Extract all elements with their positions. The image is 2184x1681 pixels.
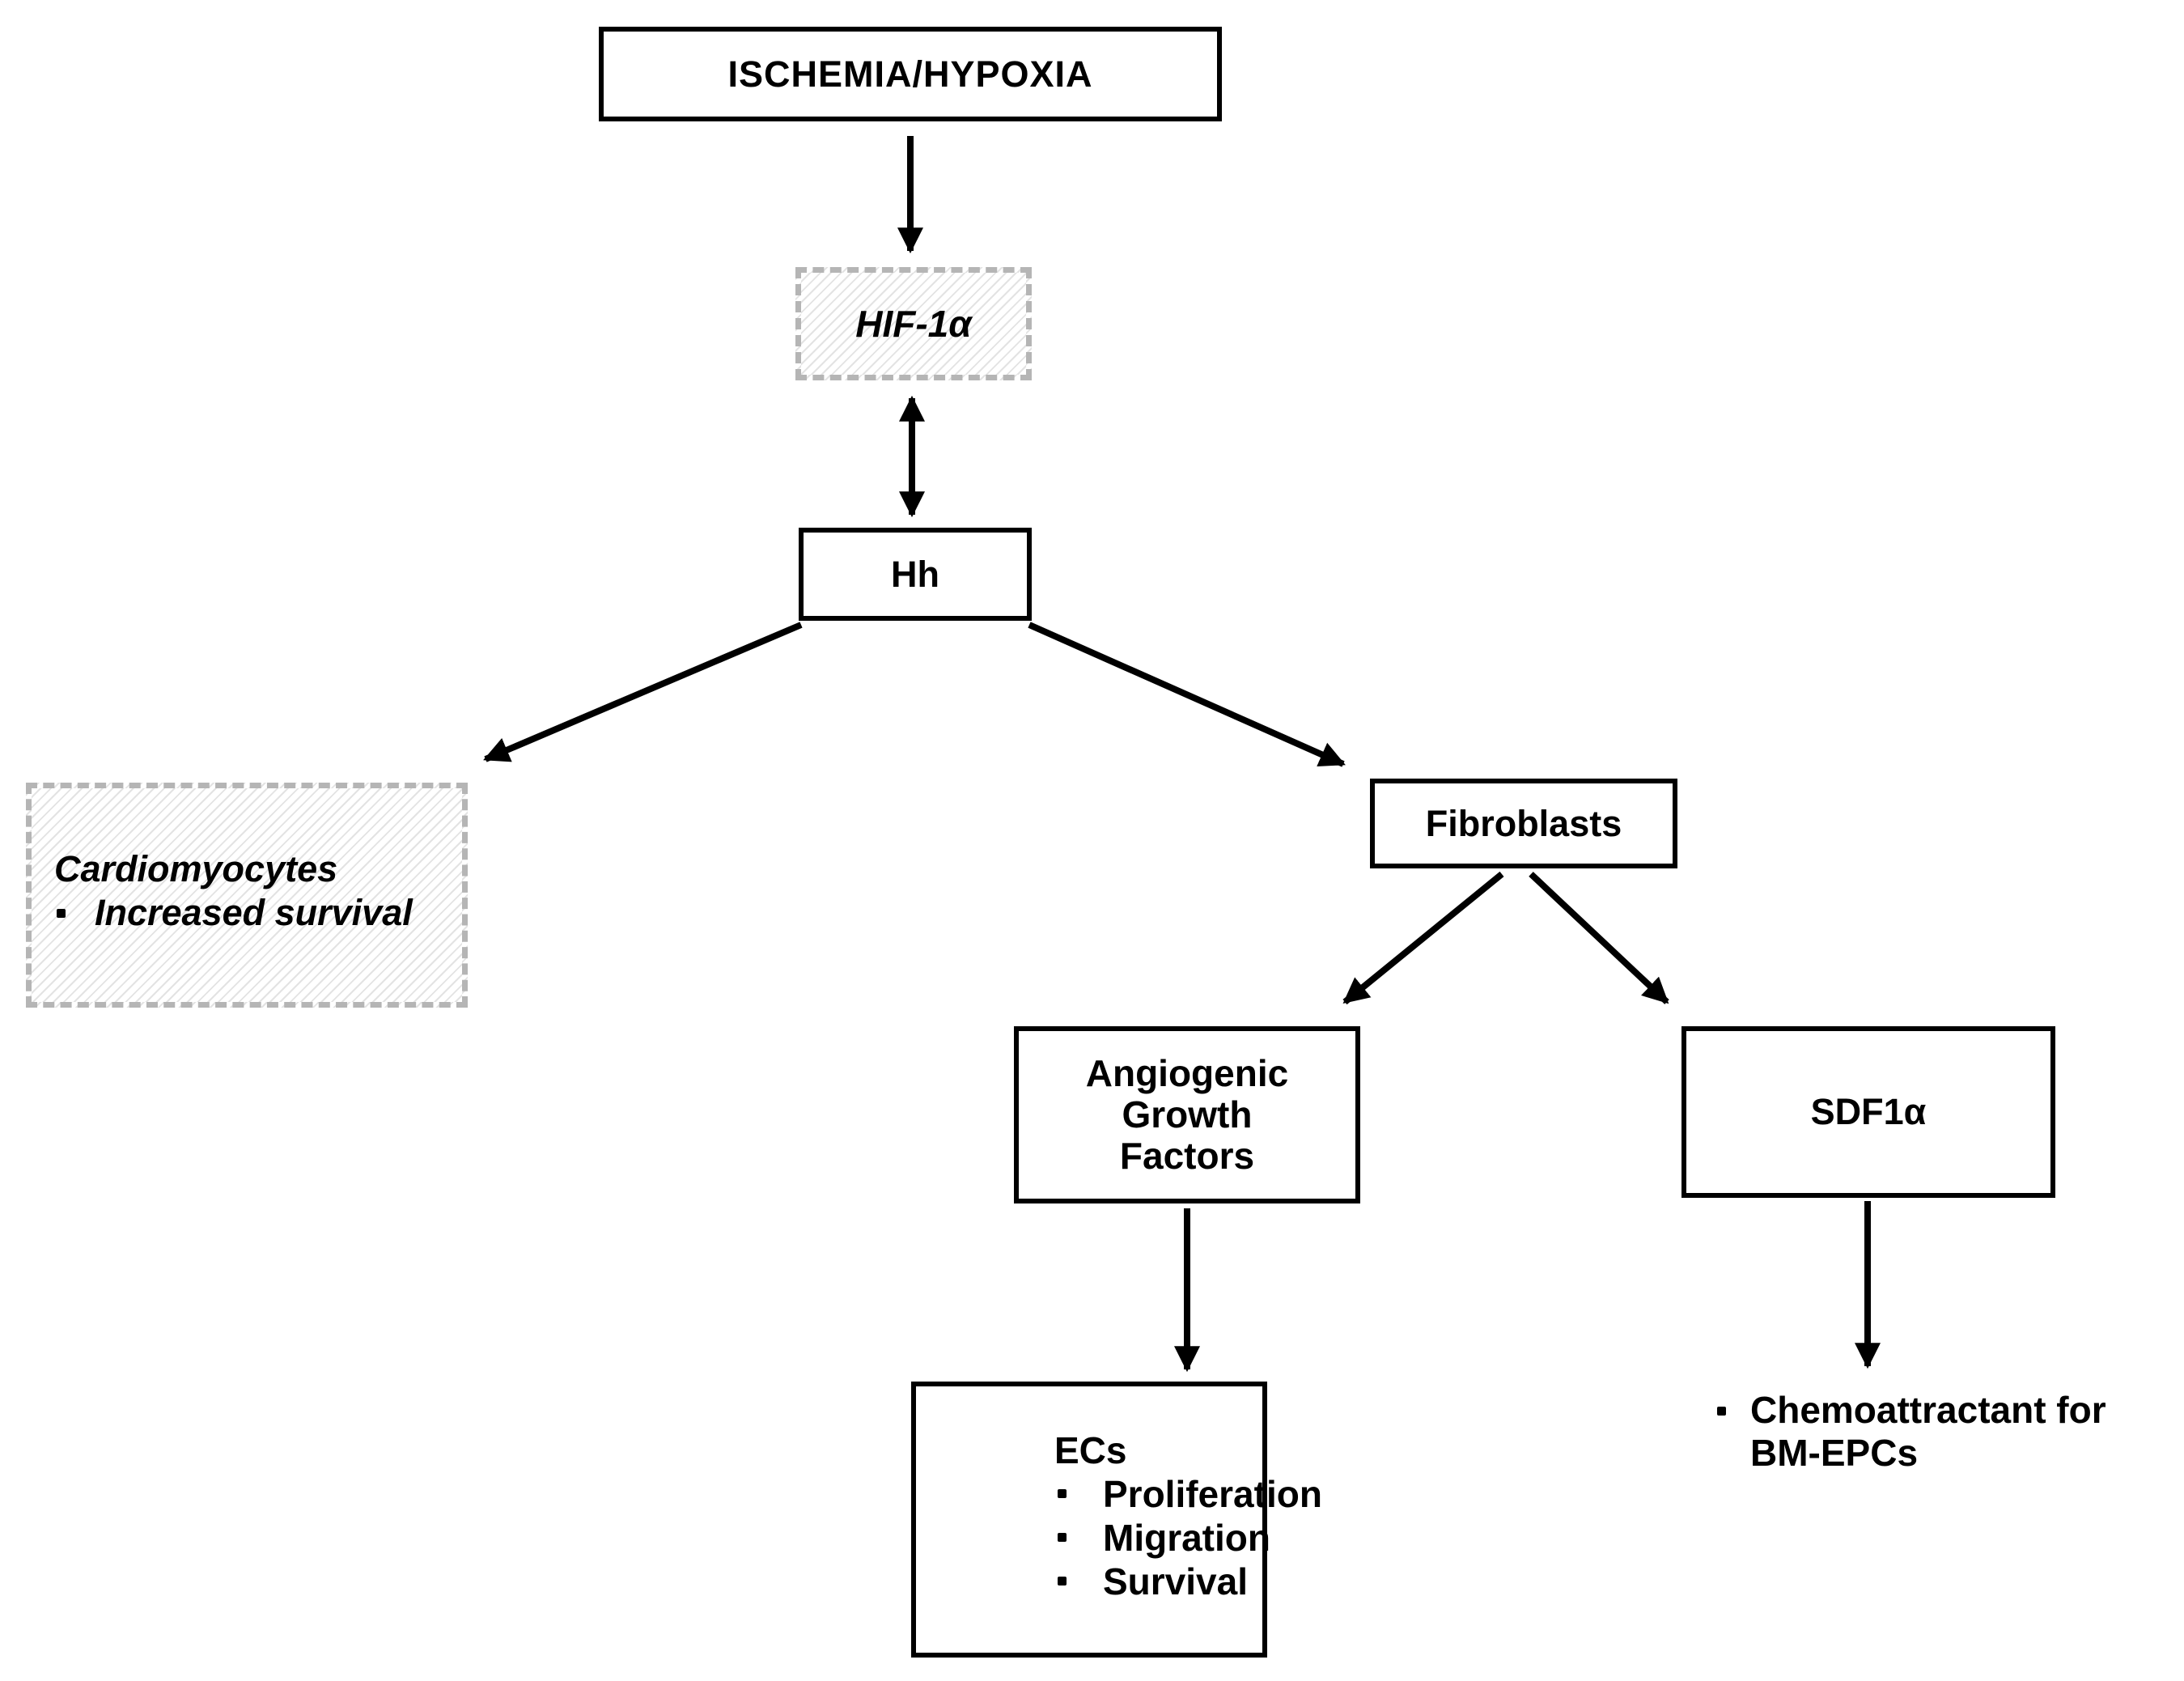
arrow-fibroblasts-to-agf <box>1342 871 1504 1005</box>
sdf1a-label: SDF1α <box>1810 1091 1927 1132</box>
arrow-fibroblasts-to-sdf1a <box>1529 872 1669 1004</box>
hh-label: Hh <box>891 553 939 595</box>
ecs-bullet-row: Proliferation <box>1058 1472 1322 1516</box>
fibroblasts-node: Fibroblasts <box>1370 779 1677 868</box>
ecs-title: ECs <box>1054 1429 1127 1471</box>
ecs-content: ECs Proliferation Migration Survival <box>916 1386 1322 1603</box>
fibroblasts-label: Fibroblasts <box>1425 802 1622 844</box>
ecs-bullet-survival: Survival <box>1103 1560 1248 1602</box>
ecs-bullet-proliferation: Proliferation <box>1103 1473 1322 1515</box>
ecs-bullet-row: Migration <box>1058 1516 1270 1560</box>
hh-node: Hh <box>799 528 1032 621</box>
sdf1a-node: SDF1α <box>1681 1026 2055 1198</box>
bullet-icon <box>1717 1407 1726 1416</box>
bm-epcs-note: Chemoattractant for BM-EPCs <box>1699 1389 2136 1475</box>
bullet-icon <box>1058 1533 1067 1542</box>
bm-epcs-bullet: Chemoattractant for BM-EPCs <box>1750 1389 2106 1474</box>
bullet-icon <box>57 909 66 918</box>
bullet-icon <box>1058 1577 1067 1585</box>
arrow-hh-to-fibroblasts <box>1028 622 1346 767</box>
hif-1a-label: HIF-1α <box>855 303 972 345</box>
ischemia-hypoxia-node: ISCHEMIA/HYPOXIA <box>599 27 1222 121</box>
ischemia-hypoxia-label: ISCHEMIA/HYPOXIA <box>727 53 1093 95</box>
angiogenic-growth-factors-node: Angiogenic Growth Factors <box>1014 1026 1360 1203</box>
cardiomyocytes-node: Cardiomyocytes Increased survival <box>26 783 468 1008</box>
cardiomyocytes-bullet-row: Increased survival <box>57 892 462 934</box>
bm-epcs-bullet-row: Chemoattractant for BM-EPCs <box>1699 1389 2136 1475</box>
ecs-bullet-row: Survival <box>1058 1560 1254 1603</box>
angiogenic-growth-factors-label: Angiogenic Growth Factors <box>1085 1052 1289 1177</box>
cardiomyocytes-title: Cardiomyocytes <box>54 848 338 889</box>
bullet-icon <box>1058 1489 1067 1498</box>
arrow-hh-to-cardiomyocytes <box>483 622 803 762</box>
cardiomyocytes-bullet: Increased survival <box>95 892 413 933</box>
hif-1a-node: HIF-1α <box>795 267 1032 380</box>
cardiomyocytes-content: Cardiomyocytes Increased survival <box>32 788 462 934</box>
ecs-bullet-migration: Migration <box>1103 1517 1270 1559</box>
ecs-node: ECs Proliferation Migration Survival <box>911 1382 1322 1658</box>
